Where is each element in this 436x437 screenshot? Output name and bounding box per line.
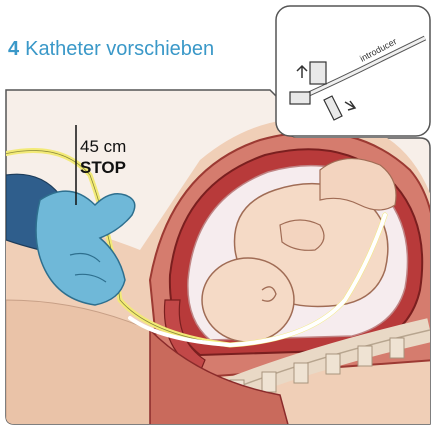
length-label: 45 cm	[80, 137, 126, 157]
stop-marker: 45 cm STOP	[80, 137, 126, 179]
step-title: 4 Katheter vorschieben	[8, 38, 214, 61]
step-title-text: Katheter vorschieben	[25, 38, 214, 60]
stop-label: STOP	[80, 157, 126, 179]
fetus-head	[202, 258, 294, 342]
step-number: 4	[8, 38, 19, 60]
